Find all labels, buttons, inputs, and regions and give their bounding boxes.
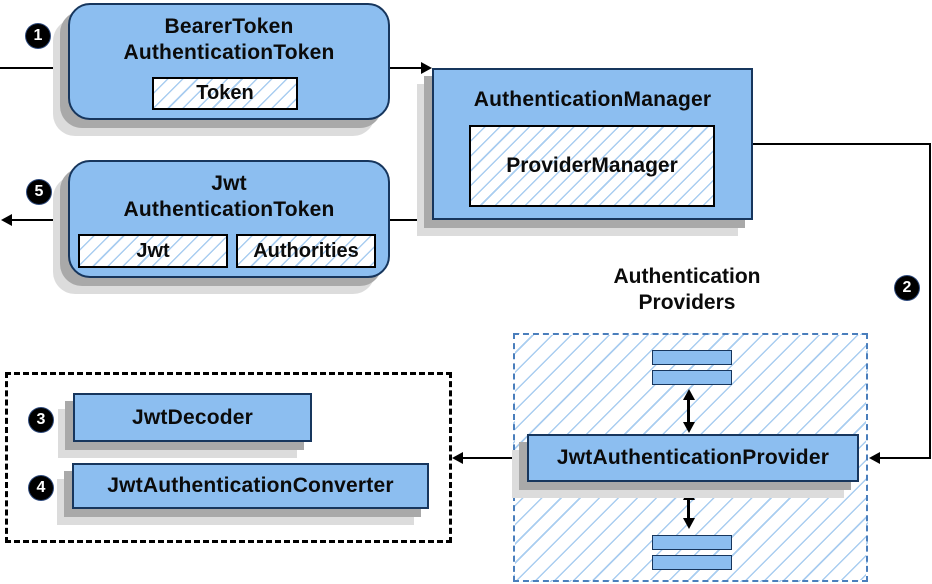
jwt-authentication-converter-title: JwtAuthenticationConverter <box>107 474 394 497</box>
authentication-providers-label-line2: Providers <box>638 291 736 314</box>
decoder-converter-group <box>5 372 452 543</box>
step-3-badge: 3 <box>29 408 53 432</box>
incoming-request-line <box>0 67 68 69</box>
arrowhead-into-decoder-group <box>452 452 463 464</box>
authentication-providers-label: Authentication Providers <box>537 264 837 316</box>
jwt-authentication-provider-title: JwtAuthenticationProvider <box>556 446 830 469</box>
jwt-decoder-node: JwtDecoder <box>73 393 312 442</box>
authorities-field: Authorities <box>236 234 376 268</box>
jwt-decoder-title: JwtDecoder <box>131 405 254 429</box>
step-2-badge: 2 <box>895 276 919 300</box>
bearer-token-node-title: BearerToken AuthenticationToken <box>70 14 388 66</box>
step-1-badge: 1 <box>26 24 50 48</box>
authentication-providers-label-line1: Authentication <box>613 265 761 288</box>
jwt-token-node-title: Jwt AuthenticationToken <box>70 171 388 223</box>
manager-right-horizontal-line <box>753 143 931 145</box>
double-arrow-up-icon <box>683 389 695 400</box>
provider-manager-field: ProviderManager <box>469 125 715 207</box>
double-arrow-bottom-line <box>687 498 690 519</box>
arrowhead-into-authentication-manager <box>421 62 432 74</box>
provider-to-decoder-group-line <box>462 457 527 459</box>
double-arrow-down-icon <box>683 518 695 529</box>
bearer-token-node-title-line1: BearerToken <box>164 15 294 38</box>
provider-placeholder-bar <box>652 350 732 365</box>
step-4-badge: 4 <box>29 476 53 500</box>
jwt-token-node-title-line2: AuthenticationToken <box>123 198 335 221</box>
jwt-field: Jwt <box>78 234 228 268</box>
provider-placeholder-bar <box>652 555 732 570</box>
into-provider-line <box>879 457 931 459</box>
token-field: Token <box>152 77 298 110</box>
jwt-authentication-converter-node: JwtAuthenticationConverter <box>72 463 429 509</box>
jwt-authentication-provider-node: JwtAuthenticationProvider <box>527 434 859 482</box>
provider-placeholder-bar <box>652 370 732 385</box>
provider-placeholder-bar <box>652 535 732 550</box>
step-5-badge: 5 <box>27 180 51 204</box>
arrowhead-into-jwt-authentication-provider <box>869 452 880 464</box>
authentication-manager-title: AuthenticationManager <box>473 88 712 111</box>
double-arrow-top-line <box>687 398 690 424</box>
right-vertical-line <box>929 143 931 459</box>
jwt-token-node-title-line1: Jwt <box>211 172 247 195</box>
bearer-to-manager-line <box>390 67 421 69</box>
manager-to-jwt-token-line <box>390 219 432 221</box>
arrowhead-outgoing-result <box>1 214 12 226</box>
double-arrow-up-icon <box>683 489 695 500</box>
bearer-token-node-title-line2: AuthenticationToken <box>123 41 335 64</box>
double-arrow-down-icon <box>683 422 695 433</box>
outgoing-result-line <box>11 219 68 221</box>
